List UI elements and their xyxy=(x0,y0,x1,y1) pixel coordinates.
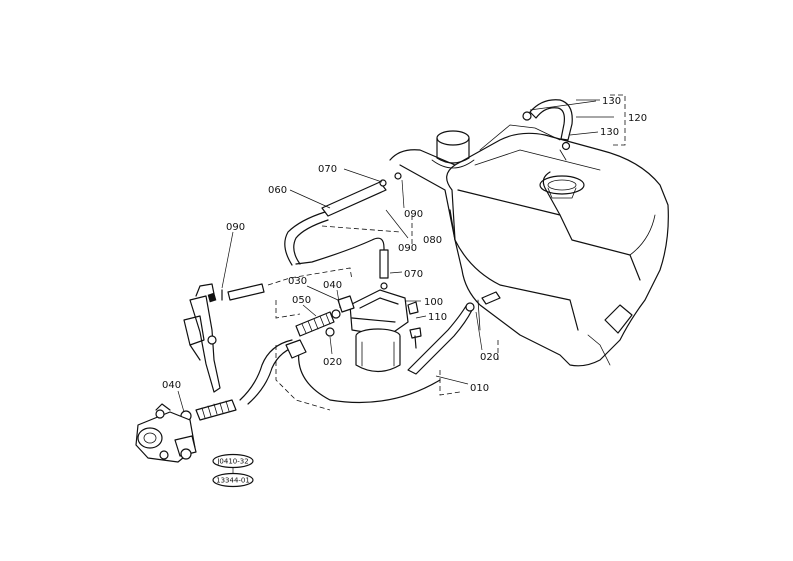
callout-130-upper: 130 xyxy=(602,96,621,107)
callout-060: 060 xyxy=(268,185,287,196)
callout-labels: 130 120 130 070 060 090 090 080 090 070 … xyxy=(162,96,647,394)
return-pipe xyxy=(379,249,389,290)
fuel-gauge-sender xyxy=(539,175,585,199)
callout-020-right: 020 xyxy=(480,352,499,363)
breather-hose xyxy=(522,99,573,161)
leader-lines xyxy=(177,99,614,413)
stamp-reference-2: 13344-01 xyxy=(216,477,250,485)
callout-040-lower: 040 xyxy=(162,380,181,391)
injector xyxy=(183,283,223,393)
stamp-reference-1: J0410-32 xyxy=(216,458,248,466)
group-outlines xyxy=(267,94,626,411)
bleed-screw xyxy=(409,327,422,349)
callout-100: 100 xyxy=(424,297,443,308)
callout-090-mid: 090 xyxy=(398,243,417,254)
hose-loop xyxy=(239,339,441,405)
callout-030: 030 xyxy=(288,276,307,287)
callout-130-lower: 130 xyxy=(600,127,619,138)
callout-040-upper: 040 xyxy=(323,280,342,291)
pipe-030 xyxy=(227,283,265,301)
callout-070-upper: 070 xyxy=(318,164,337,175)
callout-010: 010 xyxy=(470,383,489,394)
callout-020-left: 020 xyxy=(323,357,342,368)
callout-050: 050 xyxy=(292,295,311,306)
hose-060 xyxy=(284,172,402,266)
injection-pump xyxy=(135,403,197,463)
callout-080: 080 xyxy=(423,235,442,246)
callout-110: 110 xyxy=(428,312,447,323)
reference-stamps: J0410-32 13344-01 xyxy=(212,453,254,488)
callout-090-upper: 090 xyxy=(404,209,423,220)
callout-120: 120 xyxy=(628,113,647,124)
callout-070-lower: 070 xyxy=(404,269,423,280)
filler-cap xyxy=(431,130,475,169)
corrugated-hose-050 xyxy=(295,309,341,337)
callout-090-left: 090 xyxy=(226,222,245,233)
fuel-tank xyxy=(389,124,669,367)
hose-010 xyxy=(407,291,501,375)
corrugated-hose-pump xyxy=(180,399,237,422)
fuel-filter-assembly xyxy=(337,289,419,373)
